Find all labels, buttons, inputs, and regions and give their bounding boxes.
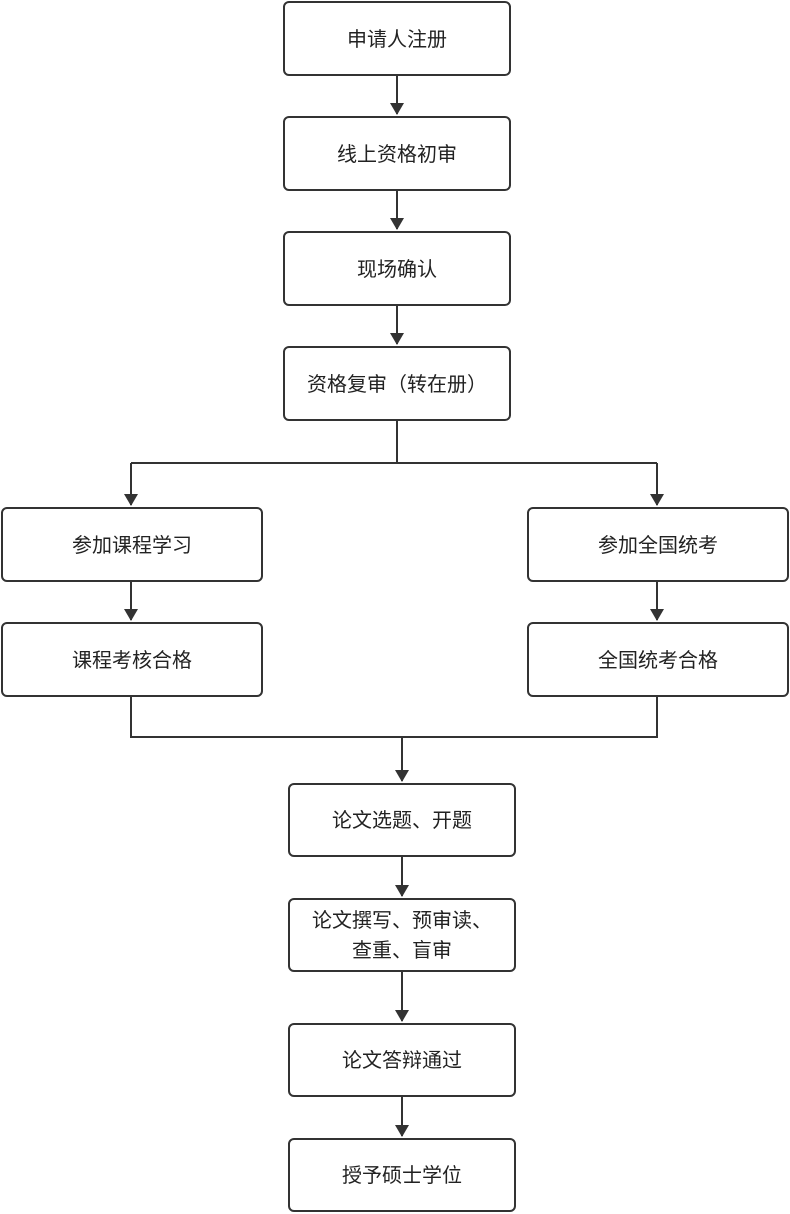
node-course-pass: 课程考核合格 [1, 622, 263, 697]
node-onsite-confirm: 现场确认 [283, 231, 511, 306]
node-thesis-writing-label-line2: 查重、盲审 [352, 938, 452, 962]
node-degree: 授予硕士学位 [288, 1138, 516, 1212]
node-online-review-label: 线上资格初审 [337, 141, 457, 166]
node-defense-label: 论文答辩通过 [342, 1048, 462, 1072]
connector-course-pass-merge [130, 697, 658, 738]
node-thesis-topic: 论文选题、开题 [288, 783, 516, 857]
node-course-study: 参加课程学习 [1, 507, 263, 582]
node-course-pass-label: 课程考核合格 [72, 647, 192, 672]
node-online-review: 线上资格初审 [283, 116, 511, 191]
node-national-exam: 参加全国统考 [527, 507, 789, 582]
node-thesis-writing-label-line1: 论文撰写、预审读、 [312, 908, 492, 932]
node-degree-label: 授予硕士学位 [342, 1163, 462, 1187]
node-thesis-topic-label: 论文选题、开题 [332, 808, 472, 832]
node-re-review: 资格复审（转在册） [283, 346, 511, 421]
node-national-exam-label: 参加全国统考 [598, 532, 718, 557]
node-re-review-label: 资格复审（转在册） [307, 371, 487, 396]
node-exam-pass-label: 全国统考合格 [598, 647, 718, 672]
node-onsite-confirm-label: 现场确认 [357, 256, 437, 281]
node-defense: 论文答辩通过 [288, 1023, 516, 1097]
node-register: 申请人注册 [283, 1, 511, 76]
node-course-study-label: 参加课程学习 [72, 532, 192, 557]
node-thesis-writing: 论文撰写、预审读、 查重、盲审 [288, 898, 516, 972]
node-register-label: 申请人注册 [347, 26, 447, 51]
node-exam-pass: 全国统考合格 [527, 622, 789, 697]
